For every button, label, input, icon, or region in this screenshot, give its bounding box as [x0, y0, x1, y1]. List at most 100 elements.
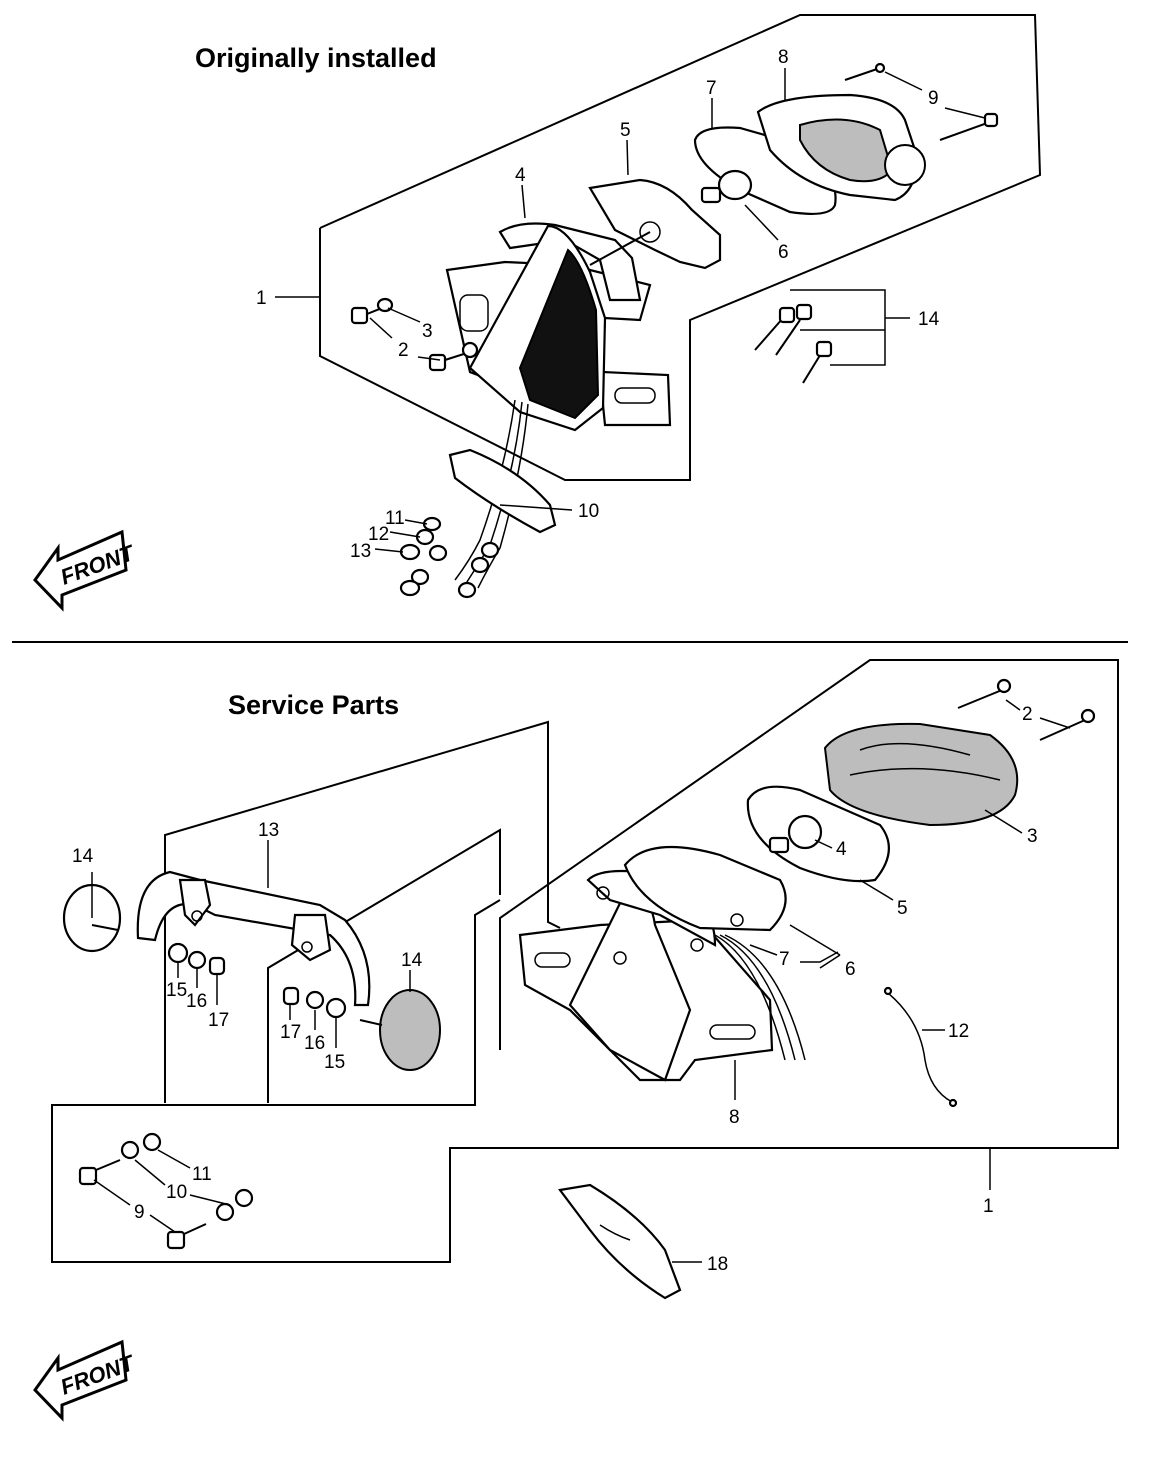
bulb: [717, 169, 753, 201]
screw-head: [996, 678, 1012, 694]
top-assembly-frame: [319, 14, 1042, 481]
leader-line: [404, 519, 428, 525]
leader-line: [819, 954, 841, 969]
callout-17: 17: [280, 1022, 301, 1043]
title-originally-installed: Originally installed: [195, 43, 437, 73]
nut: [399, 579, 421, 597]
base-plate: [623, 845, 787, 932]
callout-9: 9: [928, 88, 939, 109]
lens-detail: [859, 742, 971, 756]
callout-5: 5: [897, 898, 908, 919]
housing-shadow: [518, 248, 600, 420]
callout-14: 14: [401, 950, 423, 971]
bracket-line-14: [790, 289, 886, 366]
screw: [957, 689, 1003, 709]
leader-line: [417, 356, 441, 361]
screw: [844, 67, 881, 81]
callout-14: 14: [72, 846, 94, 867]
leader-line: [744, 204, 779, 241]
grab-bar-mount: [178, 878, 212, 927]
leader-line: [374, 548, 404, 553]
callout-4: 4: [515, 165, 526, 186]
nut: [428, 544, 448, 562]
mount-hole: [301, 941, 313, 953]
leader-line: [387, 307, 421, 323]
callout-17: 17: [208, 1010, 229, 1031]
leader-line: [499, 504, 573, 511]
mount-hole: [730, 913, 744, 927]
bulb-base: [700, 186, 722, 204]
grab-bar-frame: [164, 720, 561, 1103]
callout-16: 16: [304, 1033, 325, 1054]
grab-bar-mount: [290, 913, 332, 962]
leader-line: [93, 1179, 131, 1206]
lamp-socket: [639, 221, 661, 243]
callout-6: 6: [778, 242, 789, 263]
leader-line: [800, 951, 839, 963]
nut: [480, 541, 500, 559]
lens-detail: [849, 767, 1001, 781]
wire: [477, 403, 529, 589]
screw-head: [983, 112, 999, 128]
top-assembly: 1 2 3 4 5 6 7 8 9 10 11 12 13 14 FRONT: [33, 14, 1042, 612]
leader-line: [884, 71, 923, 91]
washer: [215, 1202, 235, 1222]
wire-terminal: [883, 986, 893, 996]
bolt: [775, 319, 801, 356]
leader-line: [944, 107, 986, 119]
nut: [457, 581, 477, 599]
washer: [167, 942, 189, 964]
leader-line: [369, 317, 393, 339]
callout-6: 6: [845, 959, 856, 980]
front-arrow-top: FRONT: [33, 529, 138, 612]
bolt: [754, 317, 784, 351]
callout-10: 10: [578, 501, 599, 522]
bolt: [802, 351, 823, 384]
callout-2: 2: [1022, 704, 1033, 725]
callout-15: 15: [166, 980, 187, 1001]
nut: [234, 1188, 254, 1208]
washer: [120, 1140, 140, 1160]
front-arrow-bottom: FRONT: [33, 1339, 138, 1422]
callout-13: 13: [258, 820, 279, 841]
leader-line: [859, 879, 894, 901]
callout-8: 8: [729, 1107, 740, 1128]
callout-18: 18: [707, 1254, 728, 1275]
lock-washer: [305, 990, 325, 1010]
lens-reflector: [799, 118, 894, 183]
callout-7: 7: [706, 78, 717, 99]
screw-head: [874, 62, 886, 74]
bracket-slot: [459, 294, 489, 332]
washer: [325, 997, 347, 1019]
grommet-plate: [448, 448, 557, 534]
leader-line: [149, 1214, 176, 1233]
title-service-parts: Service Parts: [228, 690, 399, 720]
bracket-slot: [709, 1024, 756, 1040]
nut: [461, 341, 479, 359]
callout-15: 15: [324, 1052, 345, 1073]
bolt-head: [166, 1230, 186, 1250]
bolt-head: [778, 306, 796, 324]
bolt-head: [815, 340, 833, 358]
lens: [823, 722, 1019, 827]
callout-3: 3: [422, 321, 433, 342]
callout-4: 4: [836, 839, 847, 860]
callout-3: 3: [1027, 826, 1038, 847]
callout-16: 16: [186, 991, 207, 1012]
leader-line: [984, 809, 1023, 834]
bolt-shank: [95, 1159, 121, 1171]
nut: [399, 543, 421, 561]
leader-line: [189, 1194, 231, 1206]
leader-line: [1005, 699, 1021, 711]
callout-1: 1: [983, 1196, 994, 1217]
nut: [410, 568, 430, 586]
bulb-base: [768, 836, 790, 854]
callout-13: 13: [350, 541, 371, 562]
nut: [142, 1132, 162, 1152]
callout-11: 11: [192, 1164, 212, 1185]
wire-terminal: [948, 1098, 958, 1108]
bolt-head: [428, 353, 447, 372]
plate-slot: [599, 1224, 631, 1241]
reflector-stud: [359, 1019, 383, 1026]
leader-line: [626, 139, 629, 176]
